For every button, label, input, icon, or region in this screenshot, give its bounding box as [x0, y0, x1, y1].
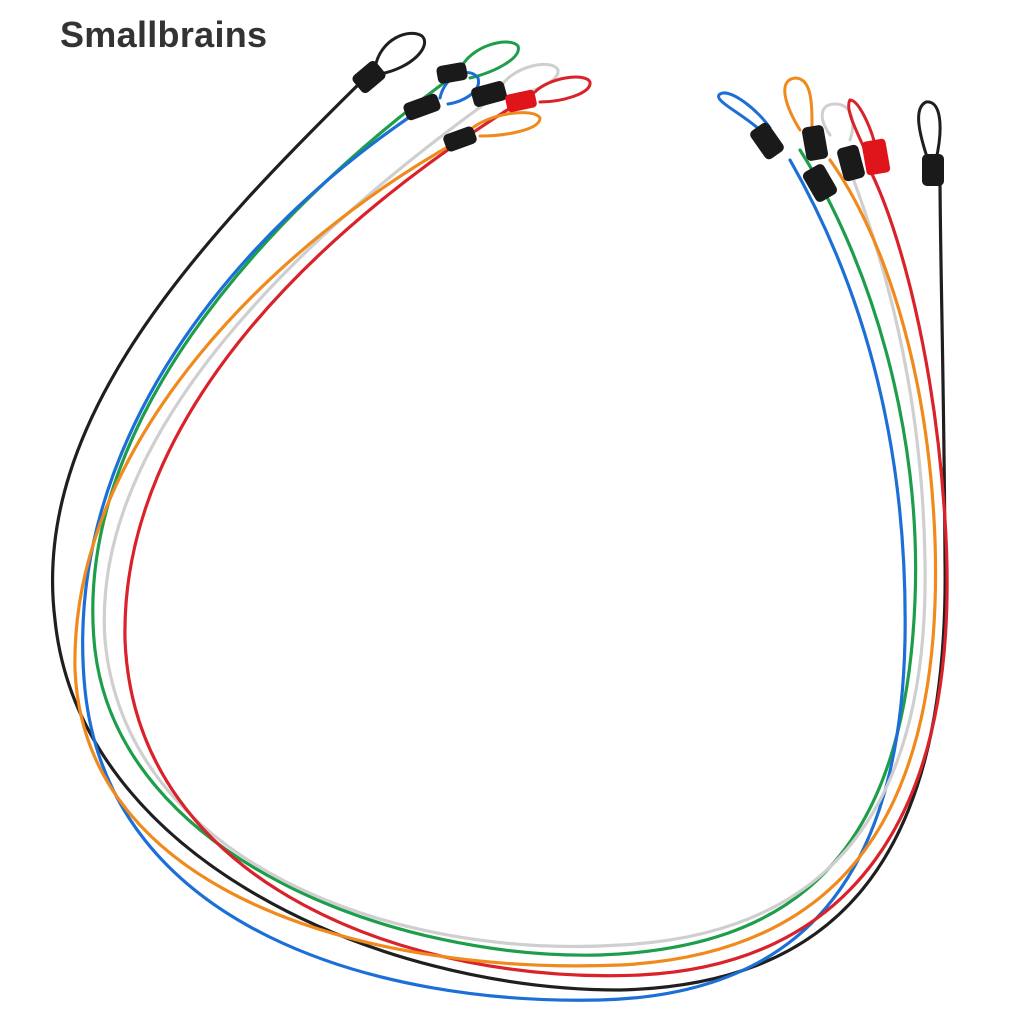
loop-black-left [373, 31, 426, 76]
ferrule-green-left [436, 62, 468, 84]
loop-black-right [917, 100, 942, 162]
ferrule-black-right [922, 154, 944, 186]
ferrule-orange-left [443, 126, 477, 152]
loop-blue-right [717, 91, 772, 132]
cable-green [91, 80, 918, 957]
brand-watermark: Smallbrains [60, 14, 268, 55]
loop-green-left [458, 40, 520, 80]
left-loops [373, 31, 592, 138]
ferrule-black-left [352, 60, 386, 94]
loop-red-right [847, 98, 878, 152]
ferrule-orange-right [802, 125, 828, 161]
ferrule-white-left [471, 81, 507, 107]
ferrule-red-left [505, 89, 537, 113]
loop-orange-left [468, 111, 542, 138]
cable-red [123, 100, 949, 978]
ferrule-white-right [837, 144, 865, 182]
cable-white [102, 98, 927, 949]
right-loops [717, 76, 942, 162]
cable-blue [81, 108, 907, 1002]
ferrule-blue-left [403, 93, 441, 121]
cable-black [50, 76, 947, 992]
ferrules [352, 60, 944, 202]
cable-group [50, 76, 949, 1002]
ferrule-green-right [802, 164, 838, 202]
loop-orange-right [783, 76, 814, 132]
cable-orange [73, 138, 938, 968]
ferrule-blue-right [750, 122, 784, 160]
loop-red-left [533, 75, 592, 104]
ferrule-red-right [861, 138, 891, 176]
